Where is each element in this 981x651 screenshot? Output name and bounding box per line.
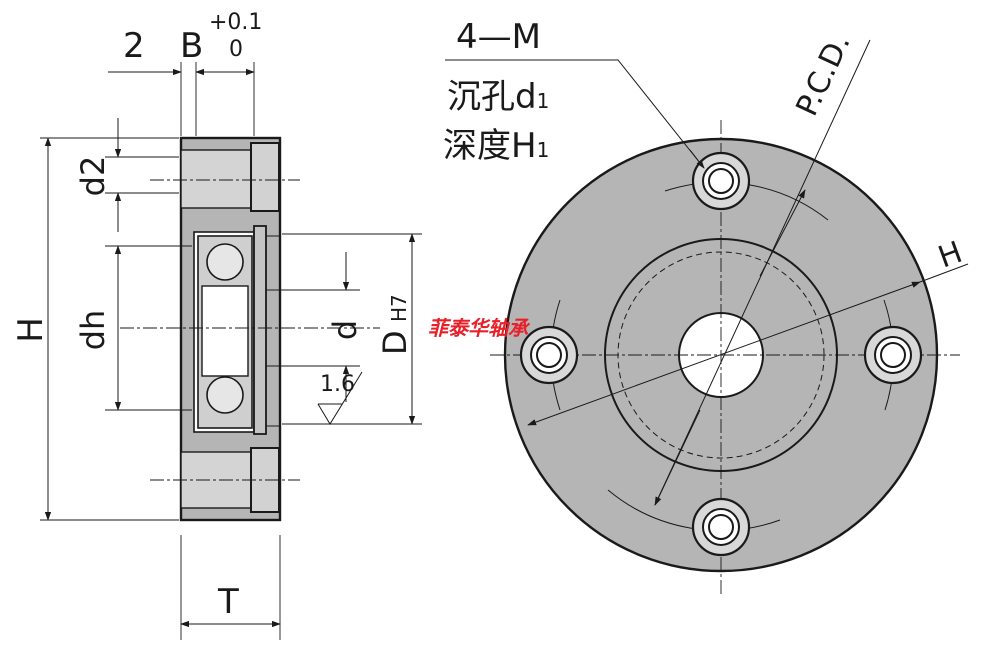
dim-h: H xyxy=(11,317,51,343)
pcd-line xyxy=(654,39,871,506)
dim-d: d xyxy=(326,320,364,340)
label-pcd: P.C.D. xyxy=(790,29,858,122)
side-view xyxy=(120,136,380,522)
front-view xyxy=(490,120,960,595)
bolt-hole-w xyxy=(519,325,579,385)
watermark: 菲泰华轴承 xyxy=(428,316,531,340)
bolt-hole-s xyxy=(691,497,751,557)
callout-leader xyxy=(445,59,705,169)
side-dimensions: 2 B +0.1 0 H d2 dh d D H7 1.6 xyxy=(11,10,422,640)
callout-depth: 深度H1 xyxy=(443,126,549,166)
callout-counterbore: 沉孔d1 xyxy=(447,77,549,117)
bolt-hole-e xyxy=(863,325,923,385)
dim-D: D xyxy=(376,330,414,355)
dim-fit: H7 xyxy=(387,294,411,322)
bolt-hole-top xyxy=(180,149,252,209)
label-face-h: H xyxy=(934,235,967,276)
dim-t: T xyxy=(217,582,239,622)
bolt-head-top xyxy=(250,142,280,212)
dim-dh: dh xyxy=(74,310,112,351)
roughness-value: 1.6 xyxy=(320,372,355,397)
roughness-symbol xyxy=(317,371,363,425)
ball-top xyxy=(206,243,244,281)
h-line xyxy=(527,281,921,426)
ball-bottom xyxy=(206,376,244,414)
bolt-hole-n xyxy=(691,151,751,211)
dim-2: 2 xyxy=(123,26,145,66)
dim-d2: d2 xyxy=(74,156,112,197)
cover-plate xyxy=(253,225,267,435)
tol-upper: +0.1 xyxy=(209,10,262,35)
pcd-arc-top xyxy=(664,181,829,221)
callout-holes: 4—M xyxy=(456,17,541,57)
dim-b: B xyxy=(180,26,203,66)
tol-lower: 0 xyxy=(229,37,243,62)
